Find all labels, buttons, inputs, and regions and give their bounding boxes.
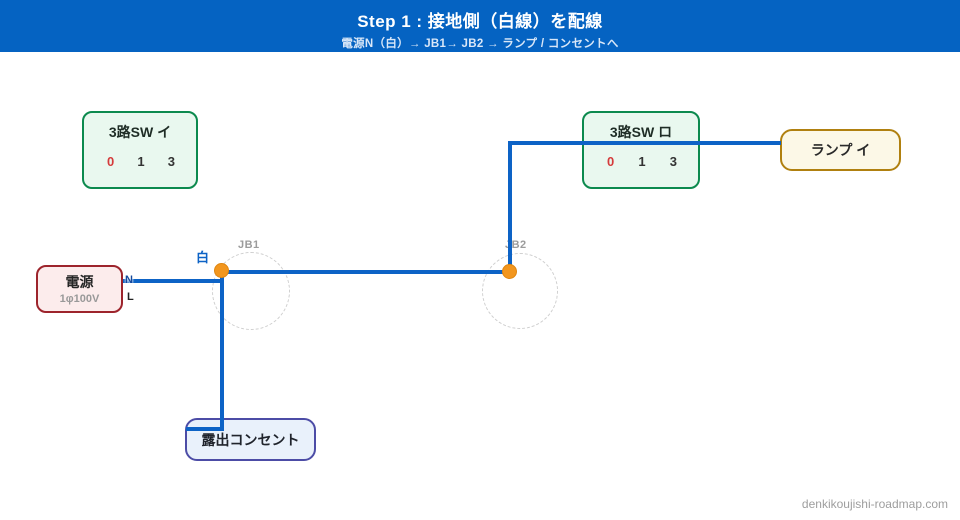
wire-power-n-to-jb1 [123,279,224,283]
wire-jb1-to-outlet [220,269,224,431]
junction-dot-jb1 [214,263,229,278]
terminal-0: 0 [107,154,115,169]
exposed-outlet-label: 露出コンセント [201,431,300,448]
three-way-switch-ro-terminals: 0 1 3 [584,154,698,169]
white-wire-label: 白 [196,250,210,265]
lamp-i-box: ランプ イ [780,129,901,171]
wire-jb2-to-lamp [510,141,781,145]
power-source-box: 電源 1φ100V [36,265,123,313]
wire-jb1-to-jb2 [222,270,512,274]
power-source-spec: 1φ100V [59,293,100,305]
junction-box-1-label: JB1 [238,239,260,251]
three-way-switch-i-box: 3路SW イ 0 1 3 [82,111,198,189]
three-way-switch-i-terminals: 0 1 3 [84,154,196,169]
page-subtitle: 電源N（白）→ JB1→ JB2 → ランプ / コンセントへ [341,38,619,50]
junction-dot-jb2 [502,264,517,279]
exposed-outlet-box: 露出コンセント [185,418,316,461]
terminal-1: 1 [638,154,646,169]
wire-outlet-stub [186,427,224,431]
page-title: Step 1 : 接地側（白線）を配線 [357,12,603,31]
terminal-n-label: N [125,274,133,286]
lamp-i-label: ランプ イ [810,142,871,158]
terminal-l-label: L [127,291,134,303]
terminal-3: 3 [167,154,175,169]
three-way-switch-ro-label: 3路SW ロ [609,124,673,140]
wire-jb2-riser [508,141,512,274]
header: Step 1 : 接地側（白線）を配線 電源N（白）→ JB1→ JB2 → ラ… [0,0,960,52]
terminal-1: 1 [137,154,145,169]
terminal-0: 0 [607,154,615,169]
junction-box-2-circle [482,253,558,329]
three-way-switch-ro-box: 3路SW ロ 0 1 3 [582,111,700,189]
junction-box-1-circle [212,252,290,330]
site-watermark: denkikoujishi-roadmap.com [801,497,948,511]
power-source-label: 電源 [65,274,94,290]
terminal-3: 3 [669,154,677,169]
three-way-switch-i-label: 3路SW イ [108,124,172,140]
